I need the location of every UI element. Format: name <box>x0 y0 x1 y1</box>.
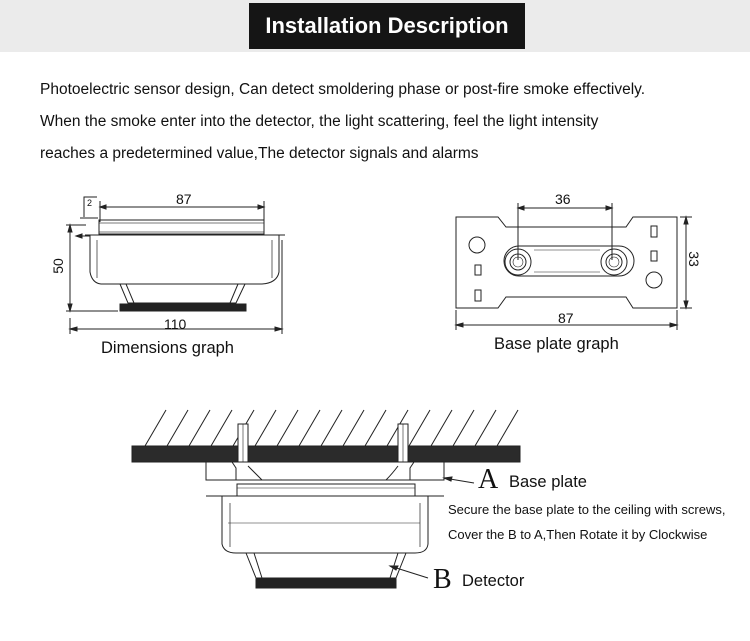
dim-bottom-width: 110 <box>164 316 187 332</box>
label-b-text: Detector <box>462 572 525 590</box>
base-plate-caption: Base plate graph <box>494 335 619 353</box>
label-b-letter: B <box>433 564 452 595</box>
description: Photoelectric sensor design, Can detect … <box>40 74 745 170</box>
dim-top-width: 87 <box>176 191 192 207</box>
label-a-text: Base plate <box>509 473 587 491</box>
instruction-line-2: Cover the B to A,Then Rotate it by Clock… <box>448 527 708 542</box>
page-title: Installation Description <box>265 13 509 38</box>
title-box: Installation Description <box>249 3 525 49</box>
label-a-letter: A <box>478 464 499 495</box>
dim-hole-spacing: 36 <box>555 191 571 207</box>
header-bar: Installation Description <box>0 0 750 52</box>
description-line-3: reaches a predetermined value,The detect… <box>40 145 479 162</box>
description-line-2: When the smoke enter into the detector, … <box>40 113 599 130</box>
ceiling-hatching <box>144 409 519 447</box>
dim-offset: 2 <box>87 198 93 208</box>
description-line-1: Photoelectric sensor design, Can detect … <box>40 81 646 98</box>
dimensions-caption: Dimensions graph <box>101 339 234 357</box>
instruction-line-1: Secure the base plate to the ceiling wit… <box>448 502 726 517</box>
dim-plate-width: 87 <box>558 310 574 326</box>
